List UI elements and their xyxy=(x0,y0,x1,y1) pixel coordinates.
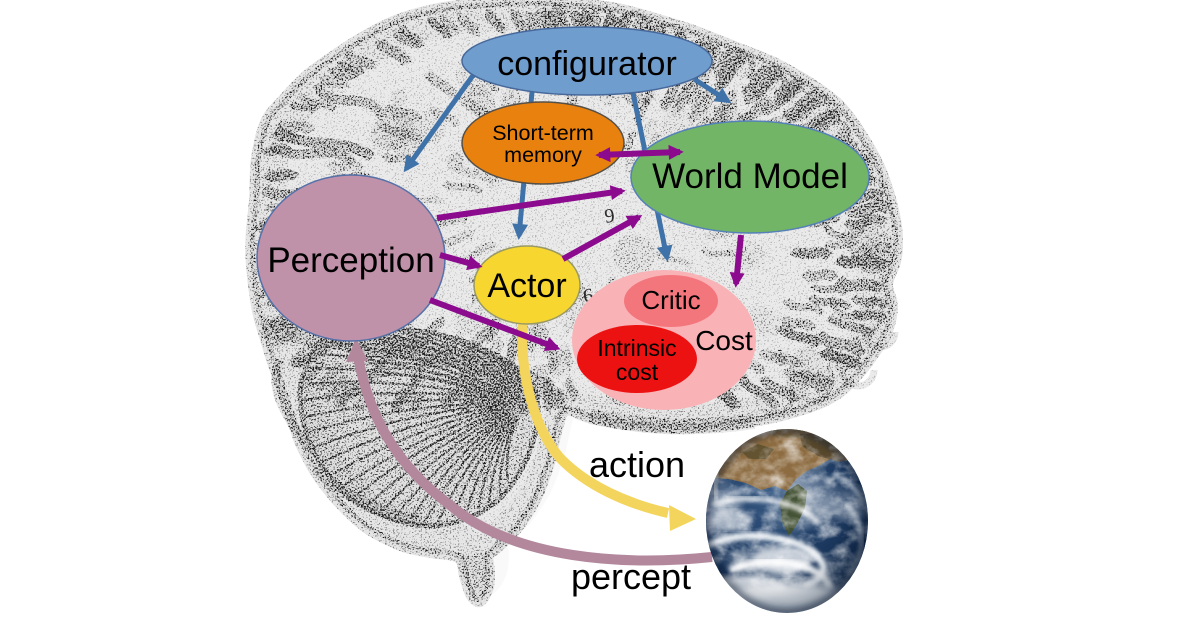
svg-text:9: 9 xyxy=(603,205,616,228)
svg-text:World Model: World Model xyxy=(652,157,848,196)
svg-text:configurator: configurator xyxy=(497,45,677,83)
svg-text:cost: cost xyxy=(616,359,659,385)
svg-text:action: action xyxy=(589,444,685,485)
svg-text:Actor: Actor xyxy=(487,267,566,305)
svg-text:Critic: Critic xyxy=(641,285,700,315)
svg-text:Perception: Perception xyxy=(267,241,434,280)
svg-text:memory: memory xyxy=(504,143,582,167)
svg-text:percept: percept xyxy=(571,556,691,597)
svg-text:Cost: Cost xyxy=(695,325,753,356)
svg-text:Intrinsic: Intrinsic xyxy=(597,335,676,361)
svg-text:Short-term: Short-term xyxy=(492,121,594,145)
